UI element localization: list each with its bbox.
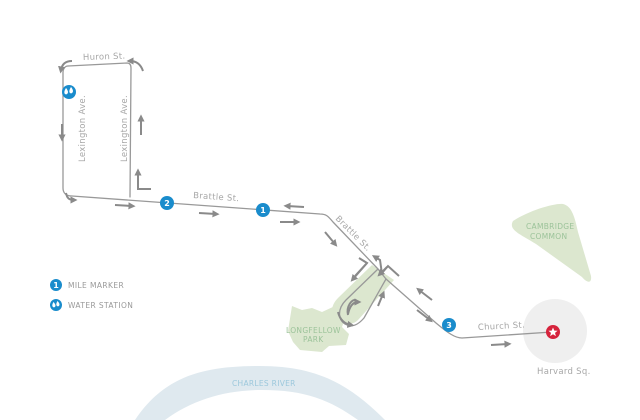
- finish-label: Harvard Sq.: [537, 367, 591, 377]
- route-loop: [338, 268, 387, 327]
- mile-marker-3[interactable]: 3: [442, 318, 456, 332]
- legend: 1 MILE MARKER WATER STATION: [50, 279, 133, 311]
- svg-text:MILE MARKER: MILE MARKER: [68, 281, 124, 290]
- mile-marker-2[interactable]: 2: [160, 196, 174, 210]
- water-drops-icon: [52, 301, 60, 308]
- legend-mile-marker: 1 MILE MARKER: [50, 279, 124, 291]
- street-label-brattle: Brattle St.: [193, 191, 240, 204]
- route-line: [62, 65, 553, 339]
- street-label-lexington-east: Lexington Ave.: [120, 95, 130, 162]
- charles-river: [135, 366, 385, 420]
- mile-marker-icon: [50, 279, 62, 291]
- svg-text:WATER STATION: WATER STATION: [68, 301, 133, 310]
- charles-river-label: CHARLES RIVER: [232, 379, 296, 388]
- svg-text:1: 1: [260, 206, 266, 215]
- longfellow-park-label: LONGFELLOW: [286, 326, 341, 335]
- water-station-icon: [50, 299, 62, 311]
- cambridge-common-label: COMMON: [530, 232, 567, 241]
- longfellow-park-label: PARK: [303, 335, 324, 344]
- svg-text:2: 2: [164, 199, 170, 208]
- street-label-huron: Huron St.: [83, 52, 126, 63]
- water-station-marker[interactable]: [62, 85, 76, 99]
- cambridge-common-label: CAMBRIDGE: [526, 222, 574, 231]
- svg-text:3: 3: [446, 321, 452, 330]
- longfellow-park-path: [331, 265, 394, 325]
- star-icon: [548, 327, 558, 337]
- direction-arrows: [58, 57, 512, 348]
- finish-marker[interactable]: [546, 325, 560, 339]
- legend-water-station: WATER STATION: [50, 299, 133, 311]
- cambridge-common: [511, 203, 592, 282]
- svg-text:1: 1: [53, 281, 59, 290]
- water-drops-icon: [64, 87, 73, 95]
- street-label-brattle-diagonal: Brattle St.: [333, 214, 373, 254]
- street-label-lexington-west: Lexington Ave.: [78, 95, 88, 162]
- mile-marker-1[interactable]: 1: [256, 203, 270, 217]
- street-label-church: Church St.: [478, 321, 526, 333]
